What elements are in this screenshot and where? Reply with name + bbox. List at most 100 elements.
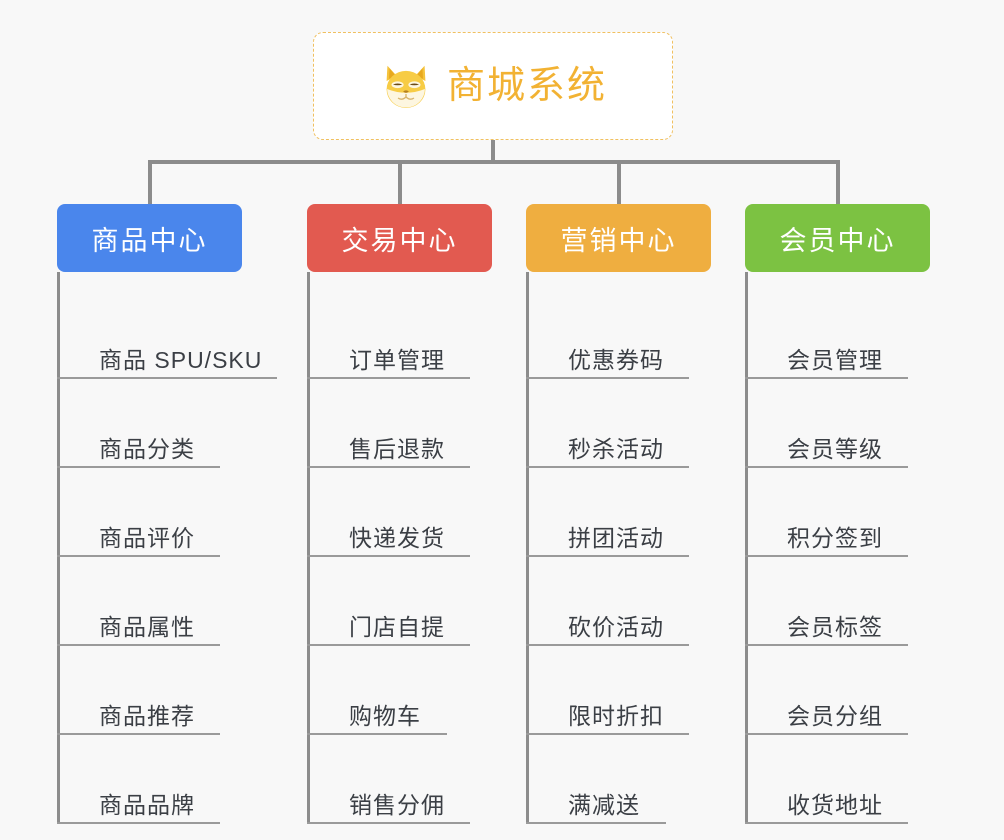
branch-leaf-list-3: 优惠券码 秒杀活动 拼团活动 砍价活动 限时折扣 满减送 [526, 272, 736, 824]
branch-leaf-list-2: 订单管理 售后退款 快递发货 门店自提 购物车 销售分佣 [307, 272, 517, 824]
leaf-label: 商品分类 [99, 435, 195, 462]
leaf-label: 砍价活动 [568, 613, 664, 640]
leaf-underline [745, 466, 908, 468]
branch-header-label: 商品中心 [91, 225, 208, 256]
leaf-item[interactable]: 收货地址 [745, 735, 955, 824]
leaf-label: 商品属性 [99, 613, 195, 640]
leaf-label: 会员标签 [787, 613, 883, 640]
branch-leaf-list-1: 商品 SPU/SKU 商品分类 商品评价 商品属性 商品推荐 商品品牌 [57, 272, 290, 824]
leaf-label: 商品 SPU/SKU [99, 346, 263, 373]
leaf-label: 售后退款 [349, 435, 445, 462]
leaf-label: 销售分佣 [349, 791, 445, 818]
branch-header-3[interactable]: 营销中心 [526, 204, 711, 272]
branch-header-label: 交易中心 [341, 225, 458, 256]
leaf-item[interactable]: 会员标签 [745, 557, 955, 646]
leaf-underline [745, 822, 908, 824]
leaf-underline [745, 733, 908, 735]
branch-spine [307, 272, 310, 824]
leaf-underline [307, 733, 447, 735]
shiba-dog-face-icon [379, 59, 433, 113]
branch-spine [526, 272, 529, 824]
branch-column-2: 交易中心 订单管理 售后退款 快递发货 门店自提 购物车 [307, 204, 517, 824]
leaf-label: 优惠券码 [568, 346, 664, 373]
leaf-underline [57, 555, 220, 557]
leaf-label: 拼团活动 [568, 524, 664, 551]
leaf-underline [745, 644, 908, 646]
leaf-label: 秒杀活动 [568, 435, 664, 462]
leaf-underline [526, 733, 689, 735]
leaf-underline [307, 466, 470, 468]
leaf-underline [307, 822, 470, 824]
connector-drop-3 [617, 160, 621, 206]
leaf-item[interactable]: 优惠券码 [526, 290, 736, 379]
root-node-mall-system[interactable]: 商城系统 [313, 32, 673, 140]
leaf-underline [307, 644, 470, 646]
leaf-item[interactable]: 会员等级 [745, 379, 955, 468]
branch-leaf-list-4: 会员管理 会员等级 积分签到 会员标签 会员分组 收货地址 [745, 272, 955, 824]
leaf-label: 订单管理 [349, 346, 445, 373]
leaf-item[interactable]: 秒杀活动 [526, 379, 736, 468]
leaf-underline [307, 377, 470, 379]
leaf-underline [745, 555, 908, 557]
leaf-label: 快递发货 [349, 524, 445, 551]
leaf-underline [57, 644, 220, 646]
leaf-label: 商品品牌 [99, 791, 195, 818]
leaf-label: 限时折扣 [568, 702, 664, 729]
branch-header-1[interactable]: 商品中心 [57, 204, 242, 272]
leaf-item[interactable]: 门店自提 [307, 557, 517, 646]
branch-header-4[interactable]: 会员中心 [745, 204, 930, 272]
leaf-underline [57, 466, 220, 468]
leaf-item[interactable]: 会员分组 [745, 646, 955, 735]
leaf-item[interactable]: 商品分类 [57, 379, 290, 468]
leaf-item[interactable]: 砍价活动 [526, 557, 736, 646]
leaf-item[interactable]: 售后退款 [307, 379, 517, 468]
branch-column-3: 营销中心 优惠券码 秒杀活动 拼团活动 砍价活动 限时折扣 [526, 204, 736, 824]
leaf-item[interactable]: 商品评价 [57, 468, 290, 557]
leaf-underline [57, 377, 277, 379]
leaf-label: 满减送 [568, 791, 640, 818]
leaf-underline [526, 466, 689, 468]
leaf-label: 积分签到 [787, 524, 883, 551]
connector-drop-4 [836, 160, 840, 206]
branch-spine [745, 272, 748, 824]
branch-header-2[interactable]: 交易中心 [307, 204, 492, 272]
leaf-underline [57, 733, 220, 735]
leaf-label: 商品推荐 [99, 702, 195, 729]
root-title: 商城系统 [446, 65, 607, 107]
branch-header-label: 营销中心 [560, 225, 677, 256]
leaf-label: 收货地址 [787, 791, 883, 818]
leaf-item[interactable]: 商品推荐 [57, 646, 290, 735]
leaf-label: 会员分组 [787, 702, 883, 729]
branch-spine [57, 272, 60, 824]
leaf-item[interactable]: 商品品牌 [57, 735, 290, 824]
leaf-item[interactable]: 商品属性 [57, 557, 290, 646]
leaf-item[interactable]: 会员管理 [745, 290, 955, 379]
leaf-item[interactable]: 积分签到 [745, 468, 955, 557]
connector-root-stem [491, 140, 495, 162]
branch-header-label: 会员中心 [779, 225, 896, 256]
leaf-label: 会员管理 [787, 346, 883, 373]
connector-drop-2 [398, 160, 402, 206]
leaf-label: 购物车 [349, 702, 421, 729]
leaf-item[interactable]: 快递发货 [307, 468, 517, 557]
leaf-item[interactable]: 商品 SPU/SKU [57, 290, 290, 379]
leaf-item[interactable]: 限时折扣 [526, 646, 736, 735]
leaf-item[interactable]: 订单管理 [307, 290, 517, 379]
connector-horizontal-bus [148, 160, 840, 164]
leaf-underline [526, 377, 689, 379]
leaf-label: 商品评价 [99, 524, 195, 551]
leaf-underline [307, 555, 470, 557]
leaf-label: 会员等级 [787, 435, 883, 462]
leaf-item[interactable]: 销售分佣 [307, 735, 517, 824]
leaf-item[interactable]: 满减送 [526, 735, 736, 824]
leaf-underline [526, 822, 666, 824]
leaf-underline [745, 377, 908, 379]
leaf-underline [526, 555, 689, 557]
leaf-underline [526, 644, 689, 646]
leaf-item[interactable]: 购物车 [307, 646, 517, 735]
leaf-label: 门店自提 [349, 613, 445, 640]
connector-drop-1 [148, 160, 152, 206]
branch-column-4: 会员中心 会员管理 会员等级 积分签到 会员标签 会员分组 [745, 204, 955, 824]
leaf-item[interactable]: 拼团活动 [526, 468, 736, 557]
